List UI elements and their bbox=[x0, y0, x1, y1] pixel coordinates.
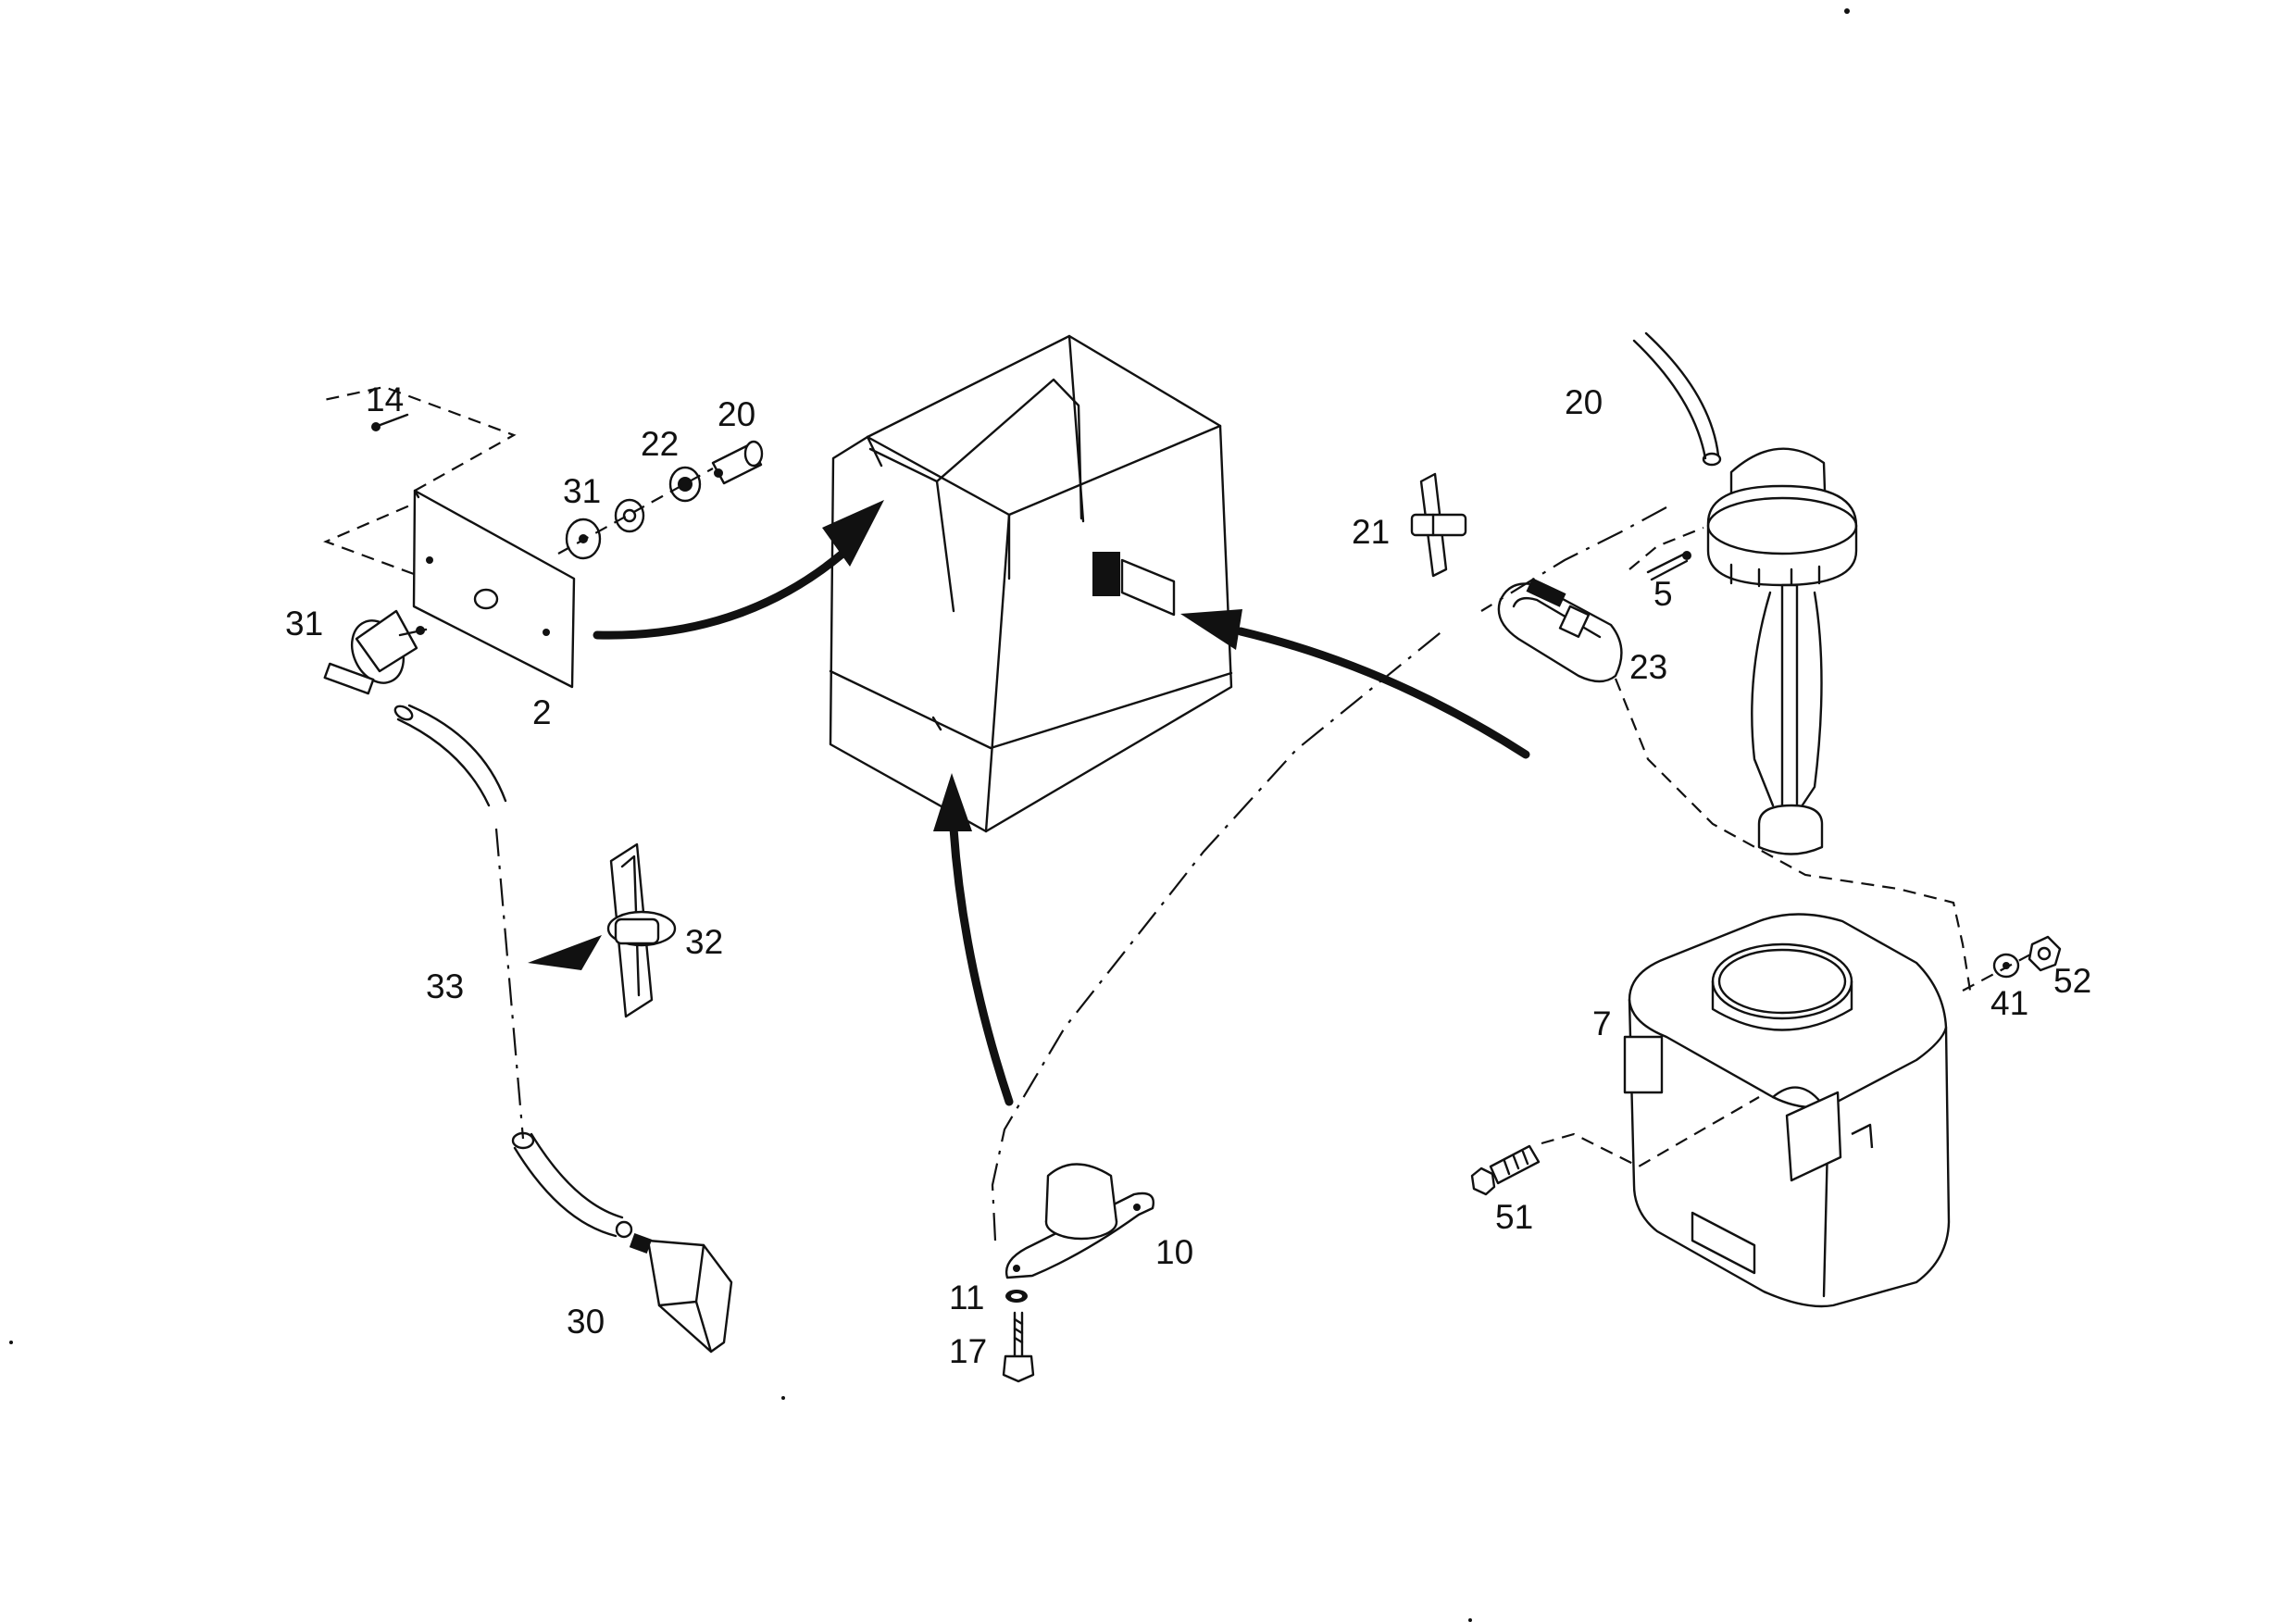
nut-52 bbox=[2028, 935, 2062, 972]
hose-20-right bbox=[1632, 331, 1722, 467]
callout-21: 21 bbox=[1352, 513, 1390, 551]
nut bbox=[614, 498, 645, 533]
housing-box bbox=[829, 334, 1233, 833]
hose-lower bbox=[511, 1131, 633, 1239]
callout-14: 14 bbox=[366, 381, 404, 418]
grommet-22 bbox=[668, 466, 702, 503]
arrow-pump-to-box bbox=[933, 773, 1014, 1106]
callout-52: 52 bbox=[2053, 962, 2091, 1000]
plug-5 bbox=[1646, 551, 1691, 581]
bolt-17 bbox=[1002, 1311, 1035, 1383]
callout-10: 10 bbox=[1155, 1233, 1193, 1271]
callout-31: 31 bbox=[285, 605, 323, 643]
pump-10 bbox=[1004, 1163, 1154, 1279]
filter-30 bbox=[629, 1233, 733, 1354]
washer-41 bbox=[1992, 953, 2020, 979]
callout-20: 20 bbox=[718, 395, 755, 433]
level-sensor bbox=[1706, 447, 1858, 855]
mounting-plate bbox=[323, 385, 576, 689]
callout-23: 23 bbox=[1629, 648, 1667, 686]
callout-5: 5 bbox=[1653, 575, 1673, 613]
callout-22: 22 bbox=[641, 425, 679, 463]
callout-2: 2 bbox=[532, 693, 552, 731]
callout-41: 41 bbox=[1990, 984, 2028, 1022]
callout-7: 7 bbox=[1592, 1004, 1612, 1042]
callout-30: 30 bbox=[567, 1303, 605, 1341]
callout-33: 33 bbox=[426, 967, 464, 1005]
cap-20 bbox=[711, 440, 764, 485]
arrow-sensor-to-box bbox=[1180, 609, 1530, 759]
drain-tap bbox=[323, 609, 428, 695]
callout-20: 20 bbox=[1565, 383, 1603, 421]
arrow-plate-to-box bbox=[593, 500, 884, 640]
hose-clip-32 bbox=[606, 842, 677, 1018]
callout-11: 11 bbox=[949, 1279, 984, 1316]
callout-31: 31 bbox=[563, 472, 601, 510]
callout-51: 51 bbox=[1495, 1198, 1533, 1236]
washer-11 bbox=[1005, 1290, 1028, 1303]
callout-32: 32 bbox=[685, 923, 723, 961]
reservoir-tank-7 bbox=[1623, 913, 1951, 1308]
cable-tie-21 bbox=[1410, 472, 1467, 578]
hose-upper bbox=[393, 704, 507, 807]
bolt-51 bbox=[1470, 1144, 1541, 1196]
strap-23 bbox=[1497, 578, 1623, 683]
callout-17: 17 bbox=[949, 1332, 987, 1370]
screw-14 bbox=[371, 413, 409, 431]
